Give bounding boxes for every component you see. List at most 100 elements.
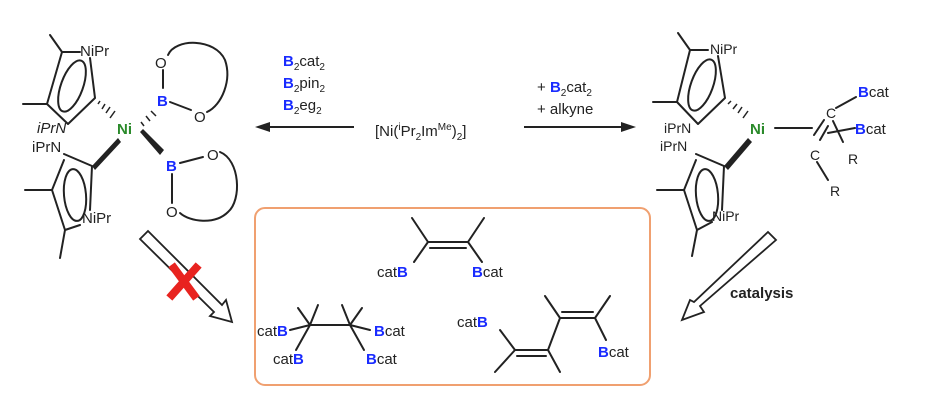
bond-line: [680, 230, 778, 322]
bond-line: [621, 122, 636, 132]
bond-line: [140, 110, 157, 127]
blocked-hollow-arrow: [138, 229, 234, 324]
atom-label: iPrN: [32, 139, 61, 156]
atom-label: cat: [299, 53, 320, 70]
bond-line: [656, 153, 725, 257]
bond-line: [22, 34, 96, 125]
atom-label: B: [855, 121, 866, 138]
atom-label: cat: [869, 84, 890, 101]
atom-label: 2: [457, 132, 463, 143]
bond-line: [97, 100, 101, 105]
atom-label: Bcat: [374, 323, 406, 340]
left-reagents: B2cat2 B2pin2 B2eg2: [283, 53, 325, 117]
atom-label: eg: [299, 97, 316, 114]
product-tetraboryl-alkane: catB catB Bcat Bcat: [257, 304, 406, 368]
atom-label: cat: [566, 79, 587, 96]
wedge-bond: [92, 138, 121, 170]
atom-label: Me: [438, 122, 452, 133]
bond-line: [150, 110, 157, 117]
bond-line: [145, 115, 151, 122]
atom-label: +: [537, 79, 550, 96]
atom-label: iPrN: [37, 120, 66, 137]
atom-label: C: [826, 105, 836, 121]
bond-line: [24, 153, 93, 259]
atom-label: iPrN: [32, 139, 61, 156]
catalysis-hollow-arrow: [680, 230, 778, 322]
atom-label: B: [374, 323, 385, 340]
atom-label: pin: [299, 75, 319, 92]
atom-label: iPrN: [660, 138, 687, 154]
bond-line: [652, 32, 726, 125]
bond-line: [813, 96, 857, 181]
atom-label: i: [398, 122, 400, 133]
atom-label: cat: [483, 264, 504, 281]
atom-label: NiPr: [80, 43, 109, 60]
boron-atom: B: [166, 158, 177, 175]
atom-label: ]: [462, 123, 466, 140]
atom-label: NiPr: [710, 41, 738, 57]
atom-label: B: [293, 351, 304, 368]
atom-label: C: [810, 147, 820, 163]
bond-line: [687, 58, 717, 112]
atom-label: ): [452, 123, 457, 140]
atom-label: + alkyne: [537, 101, 593, 118]
atom-label: 2: [319, 84, 325, 95]
bond-line: [62, 168, 88, 222]
nickel-atom: Ni: [117, 121, 132, 138]
atom-label: B: [283, 53, 294, 70]
atom-label: 2: [319, 62, 325, 73]
bond-line: [140, 121, 145, 127]
atom-label: catB: [457, 314, 488, 331]
atom-label: B: [397, 264, 408, 281]
atom-label: NiPr: [80, 43, 109, 60]
atom-label: B: [277, 323, 288, 340]
atom-label: NiPr: [82, 210, 111, 227]
atom-label: B: [858, 84, 869, 101]
atom-label: B: [283, 75, 294, 92]
catalysis-label: catalysis: [730, 285, 793, 302]
reagent-b2eg2: B2eg2: [283, 97, 322, 117]
atom-label: [Ni(: [375, 123, 398, 140]
atom-label: cat: [257, 323, 278, 340]
atom-label: iPrN: [37, 120, 66, 137]
atom-label: cat: [385, 323, 406, 340]
atom-label: B: [283, 97, 294, 114]
atom-label: B: [477, 314, 488, 331]
atom-label: iPrN: [664, 120, 691, 136]
atom-label: Bcat: [472, 264, 504, 281]
atom-label: catB: [273, 351, 304, 368]
atom-label: NiPr: [712, 208, 740, 224]
bond-line: [411, 217, 485, 263]
atom-label: Bcat: [366, 351, 398, 368]
atom-label: B: [472, 264, 483, 281]
bond-line: [101, 103, 106, 110]
products-box: [254, 207, 651, 386]
atom-label: 2: [586, 88, 592, 99]
bond-line: [289, 304, 371, 351]
hashed-bond: [97, 100, 116, 119]
left-nickel-bis-boryl-complex: NiPr iPrN iPrN NiPr Ni B O O B O O: [22, 34, 239, 259]
bond-line: [727, 100, 749, 119]
atom-label: 2: [294, 106, 300, 117]
atom-label: B: [366, 351, 377, 368]
boron-atom: B: [157, 93, 168, 110]
atom-label: Im: [421, 123, 438, 140]
bond-line: [166, 262, 202, 301]
atom-label: 2: [561, 88, 567, 99]
reagent-b2pin2: B2pin2: [283, 75, 325, 95]
bond-line: [57, 59, 87, 113]
atom-label: + B2cat2: [537, 79, 592, 99]
bond-line: [737, 106, 743, 114]
bond-line: [105, 106, 111, 114]
atom-label: cat: [457, 314, 478, 331]
atom-label: O: [166, 204, 178, 221]
nickel-atom: Ni: [750, 121, 765, 138]
atom-label: catB: [257, 323, 288, 340]
atom-label: Bcat: [598, 344, 630, 361]
bond-line: [162, 41, 229, 113]
atom-label: Pr: [401, 123, 416, 140]
atom-label: R: [830, 183, 840, 199]
cross-icon: [166, 262, 202, 301]
atom-label: Bcat: [855, 121, 887, 138]
